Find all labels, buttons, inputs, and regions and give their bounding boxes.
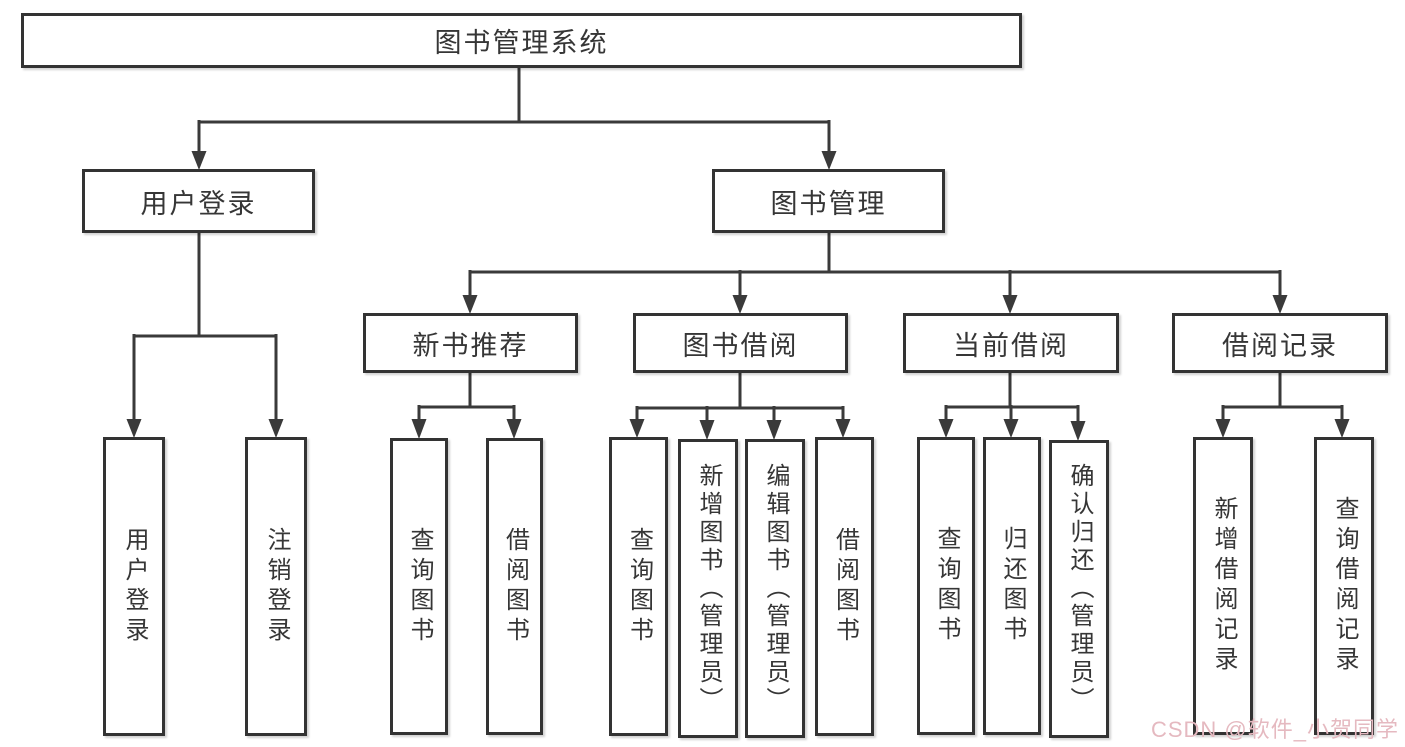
node-user-login: 用户登录 <box>82 169 315 233</box>
leaf-logout: 注销登录 <box>245 437 307 736</box>
node-current-borrow: 当前借阅 <box>903 313 1119 373</box>
leaf-query-books-recommend: 查询图书 <box>390 438 448 735</box>
leaf-confirm-return-admin: 确认归还（管理员） <box>1049 440 1109 738</box>
node-borrow-records: 借阅记录 <box>1172 313 1388 373</box>
leaf-return-books: 归还图书 <box>983 437 1041 735</box>
node-book-borrow: 图书借阅 <box>633 313 848 373</box>
leaf-user-login: 用户登录 <box>103 437 165 736</box>
leaf-add-borrow-record: 新增借阅记录 <box>1193 437 1253 735</box>
node-library-management-system: 图书管理系统 <box>21 13 1022 68</box>
leaf-borrow-books-recommend: 借阅图书 <box>486 438 543 735</box>
node-book-management: 图书管理 <box>712 169 945 233</box>
node-new-book-recommend: 新书推荐 <box>363 313 578 373</box>
leaf-query-books-current: 查询图书 <box>917 437 975 735</box>
leaf-query-borrow-record: 查询借阅记录 <box>1314 437 1374 735</box>
csdn-watermark: CSDN @软件_小贺同学 <box>1150 717 1399 742</box>
leaf-borrow-books: 借阅图书 <box>815 437 874 736</box>
leaf-query-books-borrow: 查询图书 <box>609 437 668 736</box>
leaf-edit-books-admin: 编辑图书（管理员） <box>745 439 805 738</box>
leaf-add-books-admin: 新增图书（管理员） <box>678 439 738 738</box>
